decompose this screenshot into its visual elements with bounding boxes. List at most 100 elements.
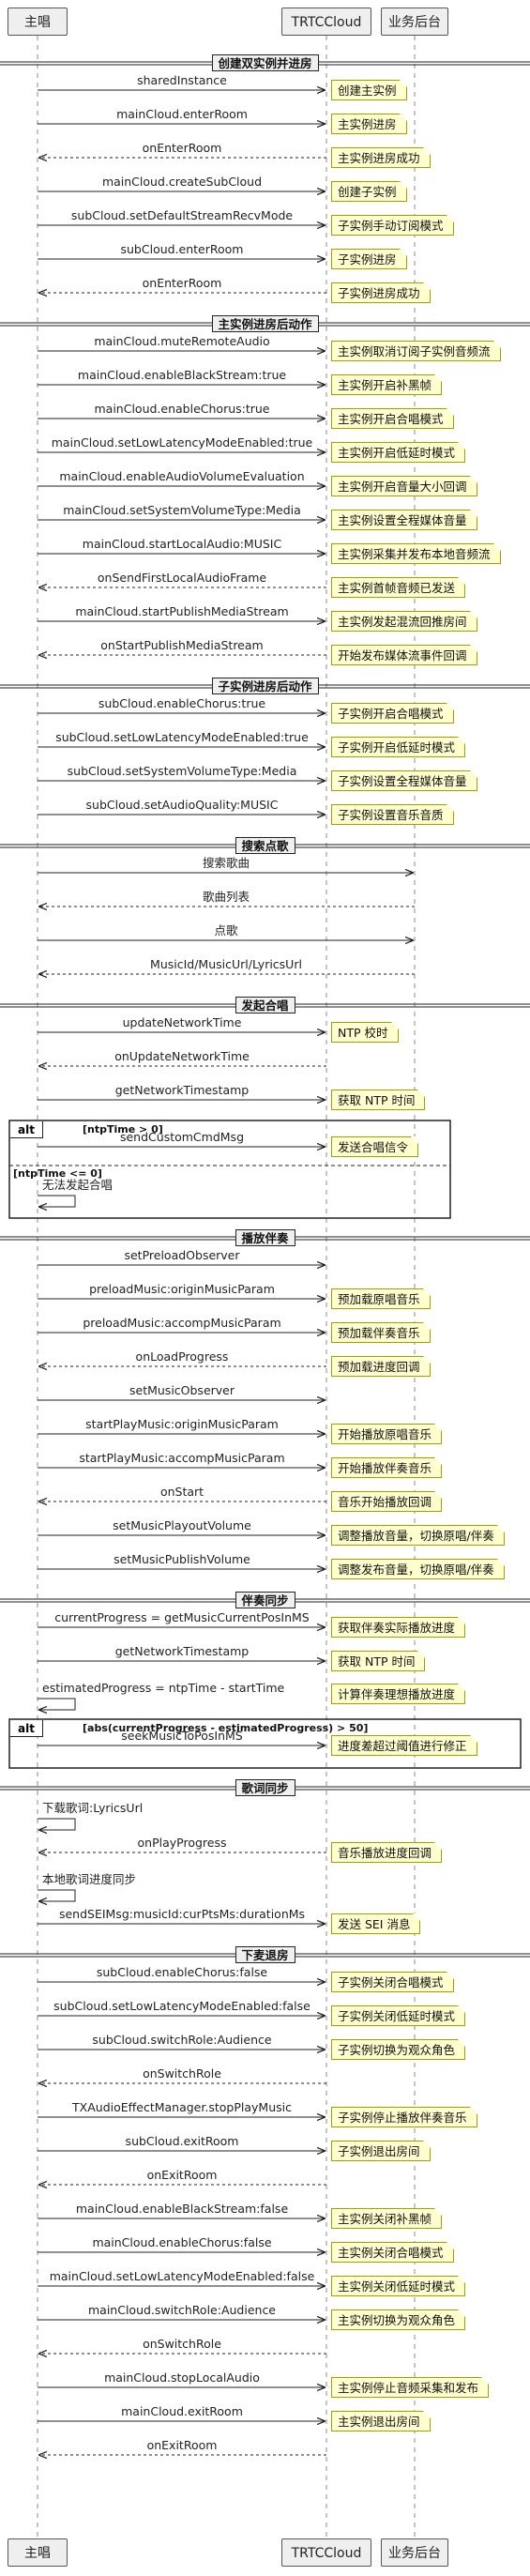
note: 开始播放原唱音乐 xyxy=(331,1424,443,1444)
message-label: preloadMusic:accompMusicParam xyxy=(83,1316,281,1330)
message-label: subCloud.setSystemVolumeType:Media xyxy=(67,764,297,778)
self-message-arrow xyxy=(38,1818,76,1830)
message-label: onEnterRoom xyxy=(142,141,222,155)
note: 主实例关闭合唱模式 xyxy=(331,2242,454,2263)
note: 主实例进房成功 xyxy=(331,147,431,168)
note: 开始播放伴奏音乐 xyxy=(331,1457,443,1478)
message-label: mainCloud.stopLocalAudio xyxy=(104,2370,260,2385)
note: 主实例首帧音频已发送 xyxy=(331,577,466,598)
alt-condition: [ntpTime > 0] xyxy=(83,1123,163,1136)
participant-biz-top: 业务后台 xyxy=(381,8,448,36)
message-label: mainCloud.enableChorus:true xyxy=(94,402,270,416)
note: 主实例关闭低延时模式 xyxy=(331,2276,466,2296)
self-message-label: estimatedProgress = ntpTime - startTime xyxy=(42,1681,285,1695)
message-label: setMusicObserver xyxy=(129,1383,235,1397)
self-message-label: 无法发起合唱 xyxy=(42,1178,114,1192)
message-label: subCloud.enterRoom xyxy=(120,242,244,256)
participant-biz-bottom: 业务后台 xyxy=(381,2538,448,2567)
message-label: getNetworkTimestamp xyxy=(114,1644,250,1658)
message-label: 歌曲列表 xyxy=(202,890,250,904)
note: 主实例开启补黑帧 xyxy=(331,374,443,395)
self-message-arrow xyxy=(38,1195,76,1207)
message-label: subCloud.enableChorus:false xyxy=(96,1965,268,1979)
note: 子实例退出房间 xyxy=(331,2141,431,2161)
message-label: mainCloud.createSubCloud xyxy=(101,175,263,189)
note: 主实例开启低延时模式 xyxy=(331,442,466,463)
message-label: mainCloud.enableChorus:false xyxy=(92,2235,272,2249)
note: 子实例设置全程媒体音量 xyxy=(331,770,477,791)
note: 主实例进房 xyxy=(331,114,407,134)
message-label: subCloud.switchRole:Audience xyxy=(92,2033,272,2047)
message-label: sendSEIMsg:musicId:curPtsMs:durationMs xyxy=(58,1907,306,1921)
note: 主实例退出房间 xyxy=(331,2411,431,2431)
message-label: mainCloud.exitRoom xyxy=(121,2404,243,2418)
message-label: mainCloud.enableAudioVolumeEvaluation xyxy=(59,469,305,483)
note: 主实例切换为观众角色 xyxy=(331,2309,466,2330)
note: 主实例采集并发布本地音频流 xyxy=(331,543,501,564)
message-label: onPlayProgress xyxy=(137,1836,227,1850)
self-message-label: 下载歌词:LyricsUrl xyxy=(42,1801,144,1815)
message-label: onSwitchRole xyxy=(143,2337,221,2351)
note: 子实例停止播放伴奏音乐 xyxy=(331,2107,477,2127)
note: 获取伴奏实际播放进度 xyxy=(331,1617,466,1638)
note: 子实例开启低延时模式 xyxy=(331,737,466,757)
note: 子实例关闭合唱模式 xyxy=(331,1972,454,1992)
message-label: mainCloud.switchRole:Audience xyxy=(87,2303,277,2317)
message-label: sendCustomCmdMsg xyxy=(119,1130,245,1144)
section-title: 创建双实例并进房 xyxy=(211,54,319,71)
note: 发送 SEI 消息 xyxy=(331,1913,421,1934)
alt-fragment-frame xyxy=(8,1120,451,1219)
message-label: mainCloud.setLowLatencyModeEnabled:false xyxy=(49,2269,315,2283)
message-label: onStartPublishMediaStream xyxy=(100,638,264,652)
note: 子实例手动订阅模式 xyxy=(331,215,454,236)
message-label: onLoadProgress xyxy=(135,1349,229,1364)
note: 调整播放音量，切换原唱/伴奏 xyxy=(331,1525,505,1546)
message-label: getNetworkTimestamp xyxy=(114,1083,250,1097)
message-label: mainCloud.setSystemVolumeType:Media xyxy=(63,503,301,517)
message-label: onUpdateNetworkTime xyxy=(114,1049,250,1063)
participant-trtc-bottom: TRTCCloud xyxy=(281,2538,371,2567)
note: 进度差超过阈值进行修正 xyxy=(331,1735,477,1756)
note: NTP 校时 xyxy=(331,1022,399,1043)
alt-fragment-tag: alt xyxy=(10,1720,43,1737)
message-label: MusicId/MusicUrl/LyricsUrl xyxy=(150,957,302,971)
self-message-label: 本地歌词进度同步 xyxy=(42,1872,137,1886)
message-label: subCloud.setLowLatencyModeEnabled:true xyxy=(55,730,309,744)
note: 主实例开启音量大小回调 xyxy=(331,476,477,496)
note: 获取 NTP 时间 xyxy=(331,1090,426,1110)
message-label: mainCloud.enableBlackStream:true xyxy=(77,368,287,382)
section-title: 伴奏同步 xyxy=(235,1592,295,1608)
message-label: subCloud.exitRoom xyxy=(125,2134,239,2148)
message-label: startPlayMusic:accompMusicParam xyxy=(79,1451,285,1465)
section-title: 歌词同步 xyxy=(235,1779,295,1796)
note: 创建主实例 xyxy=(331,80,407,100)
message-label: setPreloadObserver xyxy=(124,1248,240,1262)
note: 主实例停止音频采集和发布 xyxy=(331,2377,490,2398)
message-label: TXAudioEffectManager.stopPlayMusic xyxy=(72,2100,292,2114)
participant-trtc-top: TRTCCloud xyxy=(281,8,371,36)
message-label: preloadMusic:originMusicParam xyxy=(89,1282,275,1296)
message-label: onExitRoom xyxy=(146,2438,218,2452)
note: 发送合唱信令 xyxy=(331,1136,419,1157)
note: 子实例进房 xyxy=(331,249,407,269)
participant-main-bottom: 主唱 xyxy=(8,2538,68,2567)
alt-condition: [abs(currentProgress - estimatedProgress… xyxy=(83,1722,369,1734)
message-label: subCloud.enableChorus:true xyxy=(98,696,266,710)
message-label: startPlayMusic:originMusicParam xyxy=(85,1417,279,1431)
note: 预加载进度回调 xyxy=(331,1356,431,1377)
message-label: mainCloud.setLowLatencyModeEnabled:true xyxy=(51,435,313,450)
message-label: subCloud.setAudioQuality:MUSIC xyxy=(85,798,279,812)
note: 音乐播放进度回调 xyxy=(331,1842,443,1863)
participant-main-top: 主唱 xyxy=(8,8,68,36)
message-label: seekMusicToPosInMS xyxy=(121,1729,243,1743)
message-label: mainCloud.enterRoom xyxy=(116,107,248,121)
note: 子实例进房成功 xyxy=(331,282,431,303)
note: 子实例开启合唱模式 xyxy=(331,703,454,724)
message-label: onSendFirstLocalAudioFrame xyxy=(97,571,267,585)
note: 获取 NTP 时间 xyxy=(331,1651,426,1671)
message-label: onSwitchRole xyxy=(143,2066,221,2081)
alt-fragment-tag: alt xyxy=(10,1121,43,1138)
section-title: 主实例进房后动作 xyxy=(211,315,319,332)
message-label: 搜索歌曲 xyxy=(202,856,250,870)
note: 调整发布音量，切换原唱/伴奏 xyxy=(331,1559,505,1579)
